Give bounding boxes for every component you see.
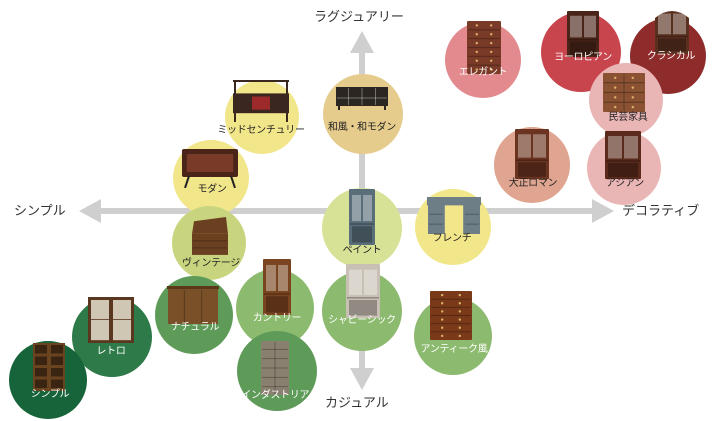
natural-cabinet-icon [167,285,219,329]
country-cupboard-icon [262,258,292,320]
left-arrow-icon [79,199,101,223]
down-arrow-icon [350,368,374,390]
bureau-icon [190,215,230,261]
style-label: ヴィンテージ [182,258,240,269]
style-label: ヨーロピアン [554,52,612,63]
style-label: ミッドセンチュリー [217,125,305,136]
style-label: ナチュラル [170,322,220,333]
style-label: インダストリアル [241,390,319,401]
up-arrow-icon [350,31,374,53]
style-label: アンティーク風 [420,344,488,355]
shabby-hutch-icon [345,263,381,323]
style-label: カントリー [252,313,302,324]
arched-cabinet-icon [654,8,690,58]
glass-cupboard-icon [514,128,550,184]
style-label: 民芸家具 [608,112,648,123]
antique-chest-icon [429,290,473,346]
style-label: シンプル [30,389,70,400]
hutch-icon [348,188,376,250]
right-arrow-icon [592,199,614,223]
open-shelf-icon [32,342,66,396]
retro-bookcase-icon [87,296,135,348]
style-label: エレガント [458,67,508,78]
low-chest-icon [335,86,389,114]
style-label: ペイント [342,245,382,256]
locker-icon [260,340,290,400]
style-label: 大正ロマン [508,178,558,189]
axis-label-left: シンプル [14,204,66,219]
vitrine-cabinet-icon [566,10,600,62]
style-label: アジアン [606,178,644,189]
axis-label-right: デコラティブ [622,204,700,219]
style-label: クラシカル [646,51,696,62]
style-label: モダン [197,184,227,195]
sideboard-icon [231,78,291,126]
tv-board-icon [181,148,239,192]
style-label: シャビーシック [328,315,396,326]
asian-cabinet-icon [604,130,642,184]
tansu-chest-icon [602,72,646,118]
style-label: フレンチ [432,233,472,244]
desk-icon [426,196,482,238]
style-label: レトロ [96,346,126,357]
axis-label-top: ラグジュアリー [314,10,404,25]
tall-dresser-icon [466,20,502,80]
style-label: 和風・和モダン [328,122,396,133]
axis-label-bottom: カジュアル [325,396,389,411]
